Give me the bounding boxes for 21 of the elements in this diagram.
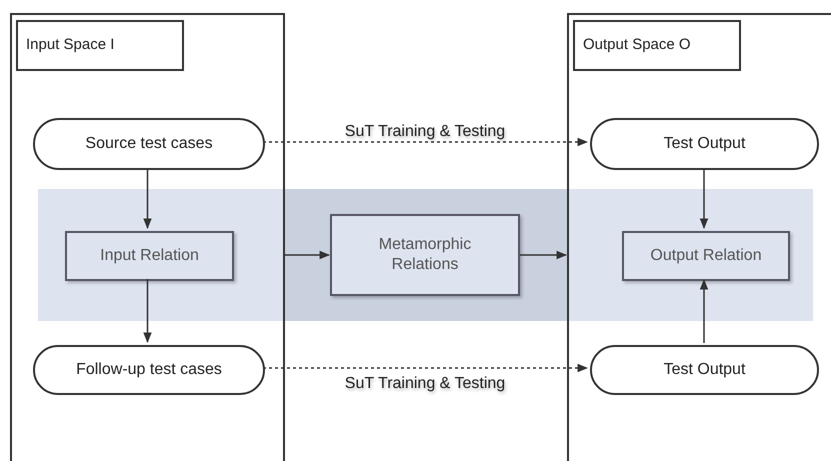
panel-heading: Output Space O [573,20,741,71]
arrow [700,168,708,230]
dashed-arrow [263,138,588,146]
dashed-arrow [263,364,588,372]
terminal-pill: Test Output [590,345,819,395]
arrow [143,168,152,230]
arrow [700,278,708,343]
terminal-pill: Follow-up test cases [33,345,265,395]
arrow [520,250,568,260]
space-panel [567,13,831,461]
panel-heading: Input Space I [16,20,184,71]
arrow [143,279,152,344]
edge-label: SuT Training & Testing [344,122,506,142]
terminal-pill: Source test cases [33,118,265,170]
process-box: Input Relation [65,231,234,281]
process-box: Metamorphic Relations [330,214,520,296]
space-panel [10,13,285,461]
arrow [285,250,330,260]
process-box: Output Relation [622,231,790,281]
terminal-pill: Test Output [590,118,819,170]
edge-label: SuT Training & Testing [344,374,506,394]
